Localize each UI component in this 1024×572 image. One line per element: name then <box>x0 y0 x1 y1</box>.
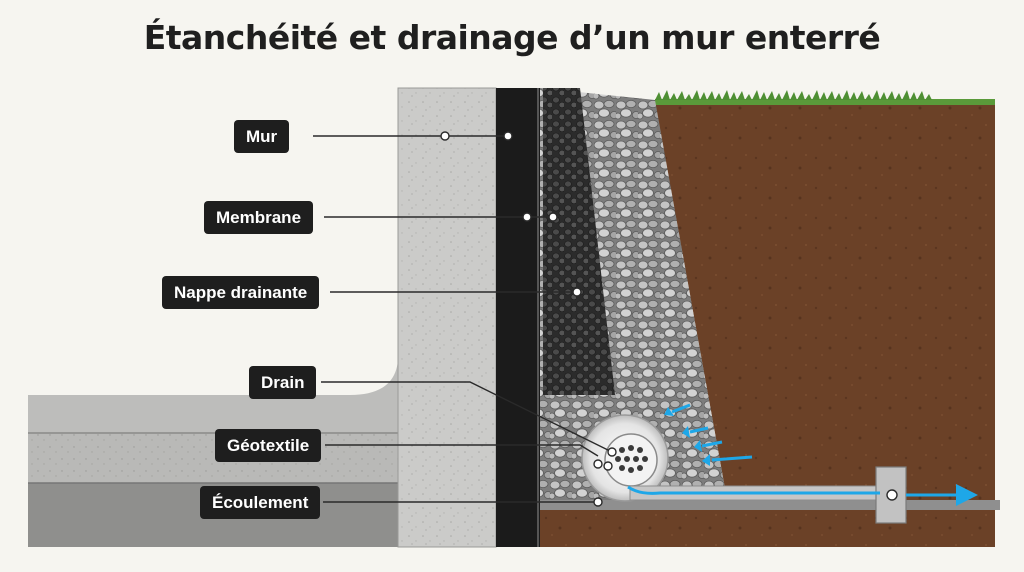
gravel-bed <box>540 500 1000 510</box>
soil <box>540 102 995 547</box>
diagram-title: Étanchéité et drainage d’un mur enterré <box>143 18 881 57</box>
label-mur: Mur <box>234 120 290 153</box>
label-nappe-drainante: Nappe drainante <box>162 276 320 309</box>
label-geotextile: Géotextile <box>215 429 322 462</box>
leader-lines <box>313 135 613 503</box>
label-membrane: Membrane <box>204 201 314 234</box>
drainage-mat <box>543 88 615 395</box>
concrete-wall <box>397 87 497 548</box>
leader-dots <box>440 131 898 507</box>
grass-blades <box>655 90 932 100</box>
floor-fillet <box>350 360 398 433</box>
floor-slab-top <box>28 395 398 433</box>
drain-perforations <box>615 445 648 473</box>
drain-pipe <box>604 433 658 487</box>
waterproof-membrane <box>496 88 540 547</box>
water-flow-arrows <box>627 403 978 506</box>
label-ecoulement: Écoulement <box>200 486 321 519</box>
label-drain: Drain <box>249 366 317 399</box>
floor-slab <box>28 433 398 483</box>
